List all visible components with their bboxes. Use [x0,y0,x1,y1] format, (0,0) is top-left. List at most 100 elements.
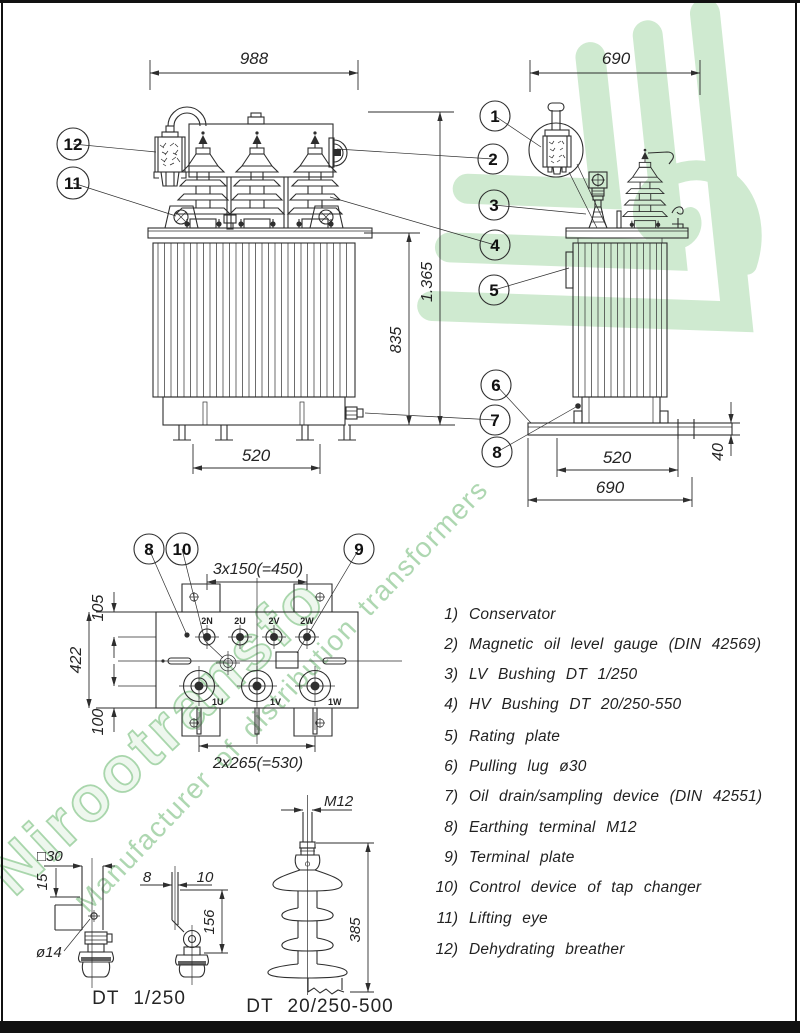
legend-label: LV Bushing DT 1/250 [469,666,638,683]
callout-9: 9 [343,533,375,565]
legend-item-10: 10) Control device of tap changer [424,879,792,897]
legend-label: Pulling lug ø30 [469,758,587,775]
legend-label: HV Bushing DT 20/250-550 [469,696,682,713]
conservator [188,123,334,178]
page-border-top [0,0,800,3]
dim-front-width: 988 [240,49,269,68]
svg-text:3: 3 [489,196,498,215]
lv-label-2w: 2W [300,616,314,626]
earthing-terminal [575,403,581,409]
legend-num: 5) [444,728,458,745]
svg-text:6: 6 [491,376,500,395]
legend-item-6: 6) Pulling lug ø30 [424,758,792,776]
svg-text:8: 8 [144,540,153,559]
detail-hv-bushing: M12 385 DT 20/250-500 [246,793,392,1017]
watermark-layer: Nirootransfo Manufacturer of distributio… [0,0,762,918]
callout-11: 11 [56,166,90,200]
dim-plan-height: 422 [68,647,85,674]
legend-item-4: 4) HV Bushing DT 20/250-550 [424,696,792,714]
svg-text:10: 10 [173,540,192,559]
callout-leaders [72,115,587,659]
dim-plan-lv: 3x150(=450) [213,561,303,578]
callout-1: 1 [479,100,511,132]
legend-num: 2) [444,636,458,653]
legend-label: Magnetic oil level gauge (DIN 42569) [469,636,762,653]
legend-item-11: 11) Lifting eye [424,910,792,928]
hv-label-1u: 1U [212,697,224,707]
legend-item-7: 7) Oil drain/sampling device (DIN 42551) [424,788,792,806]
legend-item-2: 2) Magnetic oil level gauge (DIN 42569) [424,636,792,654]
page-border-bottom [0,1021,800,1033]
svg-text:9: 9 [354,540,363,559]
hv-terminals: 1U 1V 1W [179,666,342,735]
legend-label: Conservator [469,606,556,623]
dim-lug-10: 10 [197,869,214,886]
legend-item-12: 12) Dehydrating breather [424,941,792,959]
legend-num: 4) [444,696,458,713]
legend-label: Lifting eye [469,910,548,927]
dim-side-skid: 40 [710,443,727,461]
oil-drain-valve [345,406,364,420]
legend-label: Terminal plate [469,849,575,866]
dim-plan-hv: 2x265(=530) [212,755,303,772]
dim-front-total-height: 1.365 [419,262,436,302]
hv-bushing-front-2 [229,130,285,229]
dim-lug-156: 156 [201,909,218,935]
hv-label-1w: 1W [328,697,342,707]
callout-12: 12 [56,127,90,161]
svg-text:5: 5 [489,281,498,300]
dim-lug-square: □30 [37,848,63,865]
svg-text:11: 11 [64,174,82,193]
dim-side-base-outer: 690 [596,478,625,497]
legend-num: 6) [444,758,458,775]
legend-label: Dehydrating breather [469,941,625,958]
svg-text:8: 8 [492,443,501,462]
legend-label: Oil drain/sampling device (DIN 42551) [469,788,763,805]
callout-10: 10 [165,532,199,566]
side-view: 690 [527,49,740,507]
base-and-skid [527,396,733,439]
page-border-right [795,0,797,1033]
callout-3: 3 [478,189,510,221]
callout-2: 2 [477,143,509,175]
page-border-left [1,0,3,1033]
legend-num: 9) [444,849,458,866]
dim-front-feet: 520 [242,446,271,465]
legend-num: 7) [444,788,458,805]
dim-side-width: 690 [602,49,631,68]
callout-7: 7 [479,404,511,436]
legend-num: 3) [444,666,458,683]
legend-label: Earthing terminal M12 [469,819,637,836]
lv-label-2u: 2U [234,616,246,626]
dim-lug-15: 15 [34,873,51,890]
corrugated-tank-front [152,242,356,398]
legend-num: 12) [435,941,458,958]
dim-plan-top: 105 [90,595,107,622]
lv-label-2v: 2V [268,616,279,626]
hv-label-1v: 1V [270,697,281,707]
legend-label: Control device of tap changer [469,879,702,896]
detail-lv-bushing: □30 15 ø14 8 10 156 DT 1/250 [34,848,228,1009]
dim-front-tank-height: 835 [388,327,405,354]
terminal-plate [275,651,299,669]
callout-5: 5 [478,274,510,306]
lifting-eye-left [164,205,199,229]
legend-num: 10) [435,879,458,896]
callout-4: 4 [479,229,511,261]
oil-level-gauge [328,137,348,168]
legend-item-1: 1)Conservator [424,606,792,624]
dim-side-base-inner: 520 [603,448,632,467]
dim-hv-height: 385 [347,917,364,943]
dehydrating-breather [153,125,187,187]
rating-plate [565,251,574,289]
dim-lug-hole: ø14 [36,944,62,961]
lv-terminals: 2N 2U 2V 2W [195,616,319,649]
dim-lug-8: 8 [143,869,152,886]
legend-item-3: 3) LV Bushing DT 1/250 [424,666,792,684]
svg-text:12: 12 [64,135,83,154]
legend-num: 11) [436,910,458,927]
legend-label: Rating plate [469,728,561,745]
legend-item-9: 9) Terminal plate [424,849,792,867]
